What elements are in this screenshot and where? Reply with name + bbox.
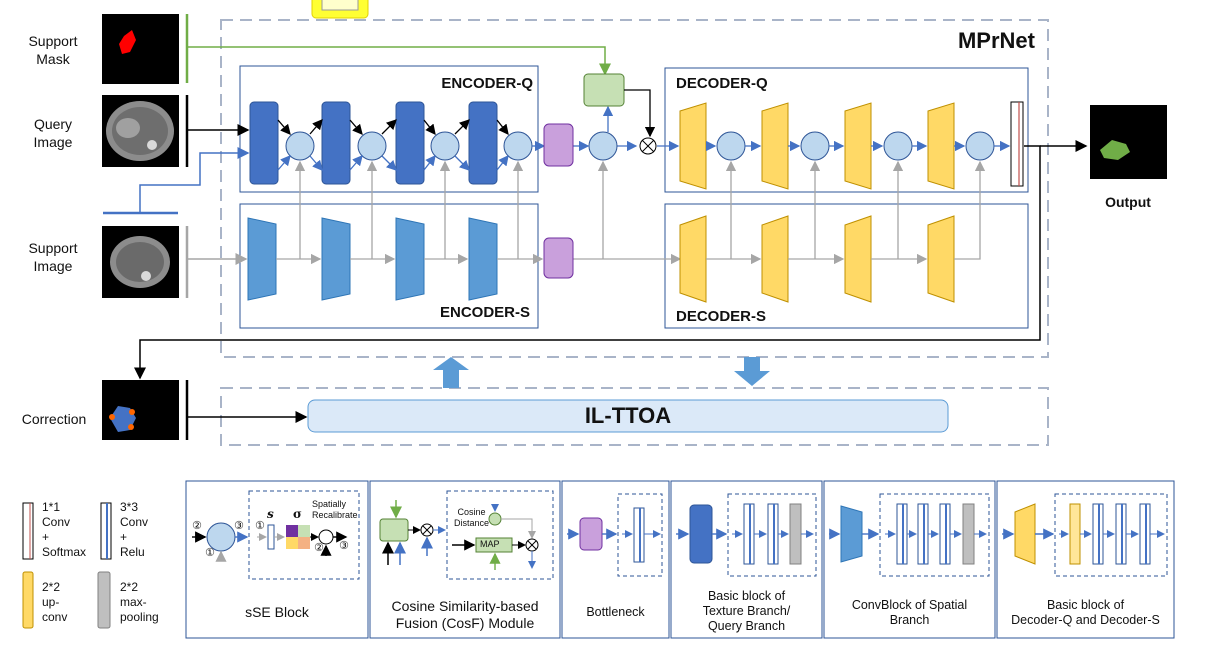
sse-n2-left: ② xyxy=(192,520,202,532)
ttoa-bar xyxy=(307,399,949,433)
output-label: Output xyxy=(1105,194,1151,210)
encoder-s-box xyxy=(239,203,539,329)
sse-n1-inner: ① xyxy=(255,520,265,532)
cosf-box xyxy=(583,73,625,107)
support-image-label: Support Image xyxy=(28,240,78,274)
down-arrow xyxy=(734,357,770,386)
sse-n1-bottom: ① xyxy=(205,547,215,559)
sse-caption: sSE Block xyxy=(245,604,309,620)
sse-s: s xyxy=(267,507,274,521)
panel-texture xyxy=(670,480,823,639)
legend-conv3: 3*3 Conv + Relu xyxy=(120,500,149,559)
mprnet-frame xyxy=(220,19,1049,358)
cosf-cos-label: Cosine Distance xyxy=(454,507,490,528)
encoder-q-label: ENCODER-Q xyxy=(441,75,533,92)
sse-recal: Spatially Recalibrate xyxy=(312,499,358,520)
encoder-s-blocks xyxy=(247,217,498,301)
support-mask-image xyxy=(102,14,179,84)
bottleneck-caption: Bottleneck xyxy=(586,605,645,619)
encoder-q-blocks xyxy=(249,101,533,185)
support-mask-label: Support Mask xyxy=(28,33,78,67)
encoder-s-label: ENCODER-S xyxy=(439,304,530,321)
decoder-q-label: DECODER-Q xyxy=(676,75,768,92)
bottleneck-q xyxy=(543,123,574,167)
bottleneck-s xyxy=(543,237,574,279)
mprnet-title: MPrNet xyxy=(957,28,1035,53)
query-image-label: Query Image xyxy=(33,116,73,150)
legend-maxpool: 2*2 max- pooling xyxy=(120,580,159,624)
cosf-caption: Cosine Similarity-based Fusion (CosF) Mo… xyxy=(391,598,539,631)
correction-label: Correction xyxy=(21,411,87,427)
sse-n2-inner: ② xyxy=(314,542,324,554)
ttoa-label: IL-TTOA xyxy=(584,403,672,428)
correction-image xyxy=(102,380,179,440)
decoder-q-blocks xyxy=(679,102,955,190)
up-arrow xyxy=(433,357,469,388)
sse-n3-left: ③ xyxy=(234,520,244,532)
softmax-block xyxy=(1010,101,1024,187)
panel-spatial xyxy=(823,480,996,639)
spatial-caption: ConvBlock of Spatial Branch xyxy=(851,598,968,627)
decoder-s-blocks xyxy=(679,215,955,303)
cosf-map-label: MAP xyxy=(480,539,500,549)
fusion-circle xyxy=(588,131,618,161)
panel-cosf xyxy=(369,480,561,639)
decoder-s-box xyxy=(664,203,1029,329)
panel-decoder xyxy=(996,480,1175,639)
decoder-caption: Basic block of Decoder-Q and Decoder-S xyxy=(1011,598,1160,627)
decoder-q-box xyxy=(664,67,1029,193)
panel-bottleneck xyxy=(561,480,670,639)
decoder-s-label: DECODER-S xyxy=(676,308,767,325)
legend-upconv: 2*2 up- conv xyxy=(42,580,68,624)
output-image xyxy=(1090,105,1167,179)
sse-n3-inner: ③ xyxy=(339,540,349,552)
texture-caption: Basic block of Texture Branch/ Query Bra… xyxy=(702,589,791,633)
sse-sigma: σ xyxy=(293,507,302,521)
panel-sse xyxy=(185,480,369,639)
legend-conv1: 1*1 Conv + Softmax xyxy=(42,500,87,559)
